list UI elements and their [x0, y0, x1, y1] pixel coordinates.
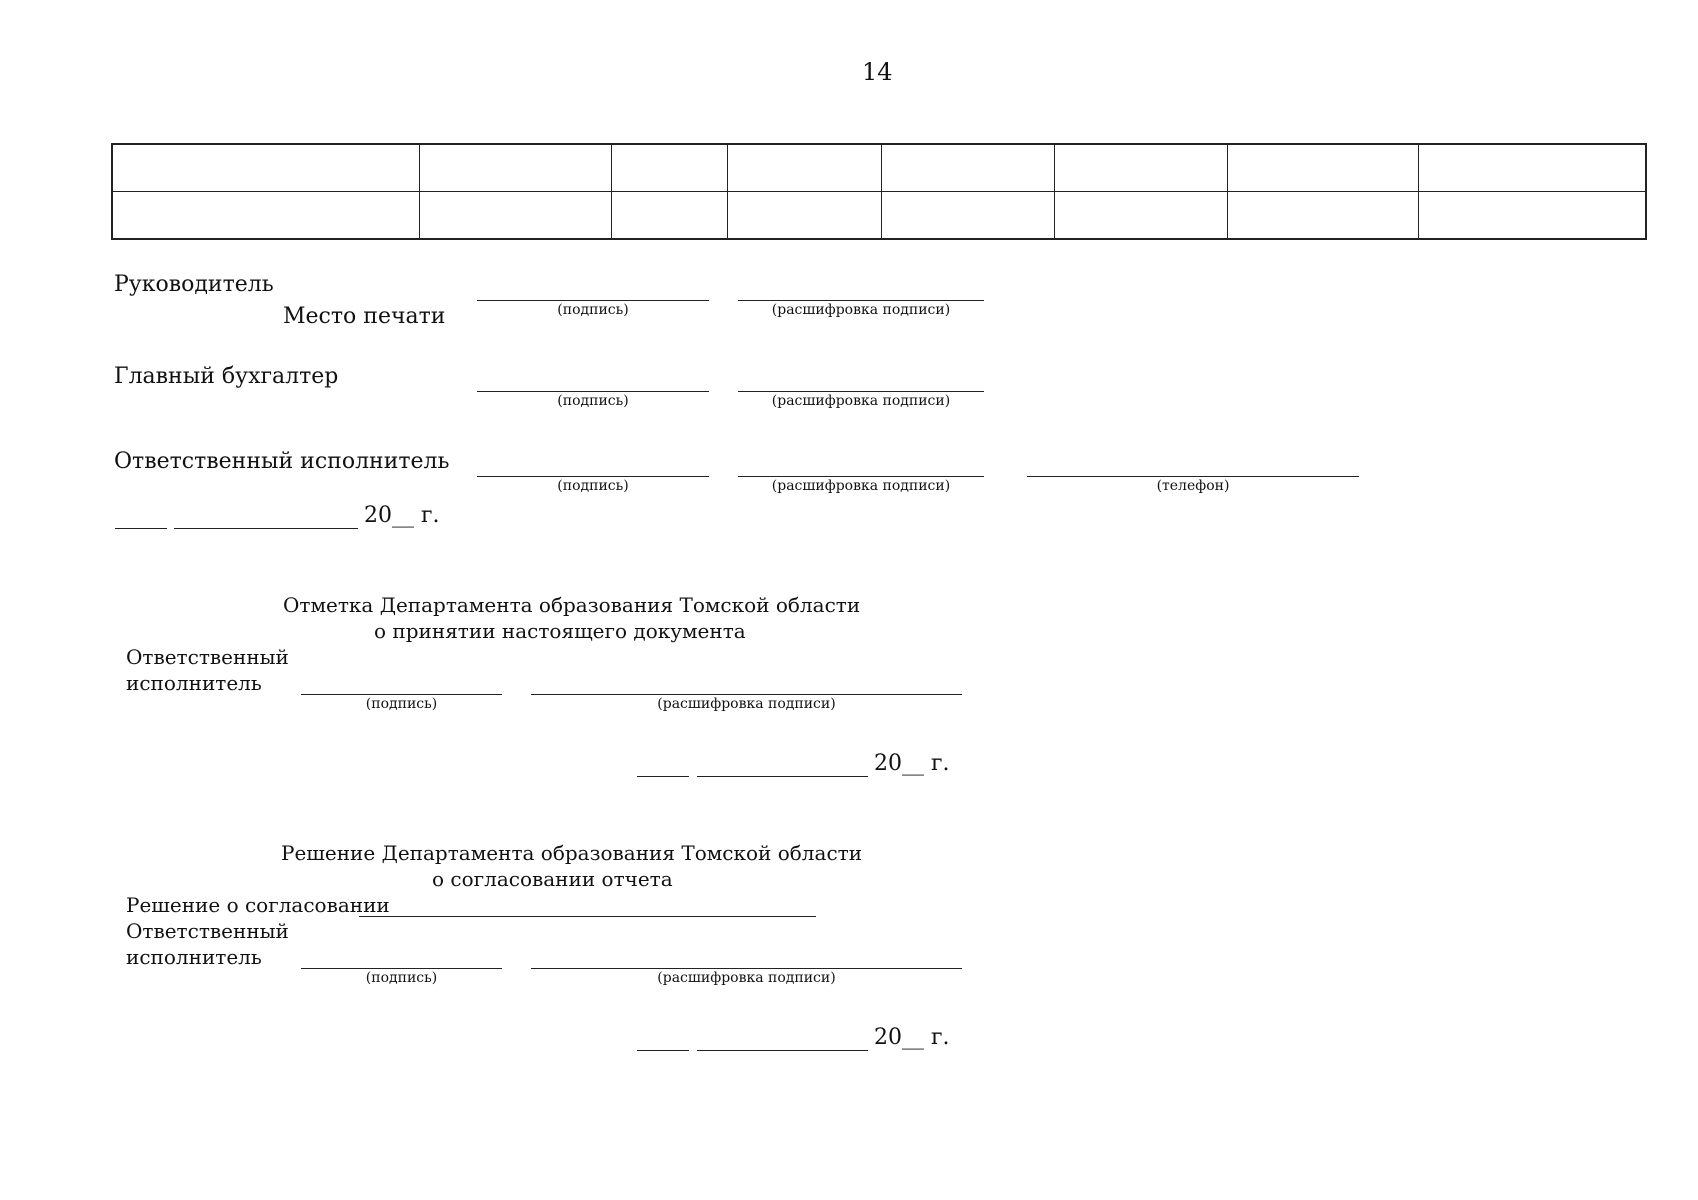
accountant-decode-caption: (расшифровка подписи) — [771, 393, 951, 409]
accountant-signature-line[interactable] — [477, 391, 709, 392]
table-cell[interactable] — [1053, 143, 1228, 192]
decision-executor-line2: исполнитель — [126, 945, 262, 969]
executor-decode-line[interactable] — [738, 476, 984, 477]
mark-decode-line[interactable] — [531, 694, 962, 695]
head-decode-caption: (расшифровка подписи) — [771, 302, 951, 318]
table-cell[interactable] — [726, 191, 882, 240]
head-decode-line[interactable] — [738, 300, 984, 301]
accountant-decode-line[interactable] — [738, 391, 984, 392]
executor-phone-line[interactable] — [1027, 476, 1359, 477]
mark-date-month-line[interactable] — [697, 776, 868, 777]
head-signature-line[interactable] — [477, 300, 709, 301]
decision-executor-line1: Ответственный — [126, 919, 289, 943]
decision-date-year: 20__ г. — [874, 1025, 950, 1050]
decision-date-month-line[interactable] — [697, 1050, 868, 1051]
decision-date-day-line[interactable] — [637, 1050, 689, 1051]
table-cell[interactable] — [1417, 191, 1647, 240]
date-month-line[interactable] — [174, 528, 358, 529]
decision-input-line[interactable] — [359, 916, 816, 917]
table-cell[interactable] — [1417, 143, 1647, 192]
decision-decode-line[interactable] — [531, 968, 962, 969]
accountant-signature-caption: (подпись) — [557, 393, 629, 409]
decision-label: Решение о согласовании — [126, 893, 390, 917]
table-cell[interactable] — [610, 191, 728, 240]
executor-signature-caption: (подпись) — [557, 478, 629, 494]
date-year: 20__ г. — [364, 503, 440, 528]
table-cell[interactable] — [418, 143, 612, 192]
mark-title-line2: о принятии настоящего документа — [374, 619, 746, 643]
table-cell[interactable] — [111, 143, 420, 192]
decision-signature-line[interactable] — [301, 968, 502, 969]
table-row — [111, 191, 1647, 240]
report-table — [111, 143, 1647, 240]
table-cell[interactable] — [880, 143, 1055, 192]
decision-decode-caption: (расшифровка подписи) — [657, 970, 836, 986]
executor-label: Ответственный исполнитель — [114, 449, 450, 474]
decision-signature-caption: (подпись) — [365, 970, 438, 986]
table-cell[interactable] — [1053, 191, 1228, 240]
table-cell[interactable] — [1226, 143, 1419, 192]
chief-accountant-label: Главный бухгалтер — [114, 364, 339, 389]
mark-signature-line[interactable] — [301, 694, 502, 695]
page-number: 14 — [862, 58, 893, 86]
executor-phone-caption: (телефон) — [1156, 478, 1230, 494]
table-cell[interactable] — [726, 143, 882, 192]
stamp-label: Место печати — [283, 304, 446, 329]
table-cell[interactable] — [1226, 191, 1419, 240]
executor-signature-line[interactable] — [477, 476, 709, 477]
executor-decode-caption: (расшифровка подписи) — [771, 478, 951, 494]
table-cell[interactable] — [610, 143, 728, 192]
date-day-line[interactable] — [115, 528, 167, 529]
mark-decode-caption: (расшифровка подписи) — [657, 696, 836, 712]
mark-date-day-line[interactable] — [637, 776, 689, 777]
mark-signature-caption: (подпись) — [365, 696, 438, 712]
mark-title-line1: Отметка Департамента образования Томской… — [283, 593, 861, 617]
mark-executor-line1: Ответственный — [126, 645, 289, 669]
table-cell[interactable] — [111, 191, 420, 240]
mark-date-year: 20__ г. — [874, 751, 950, 776]
table-row — [111, 143, 1647, 192]
decision-title-line1: Решение Департамента образования Томской… — [281, 841, 863, 865]
head-label: Руководитель — [114, 272, 274, 297]
decision-title-line2: о согласовании отчета — [432, 867, 673, 891]
mark-executor-line2: исполнитель — [126, 671, 262, 695]
head-signature-caption: (подпись) — [557, 302, 629, 318]
table-cell[interactable] — [418, 191, 612, 240]
table-cell[interactable] — [880, 191, 1055, 240]
